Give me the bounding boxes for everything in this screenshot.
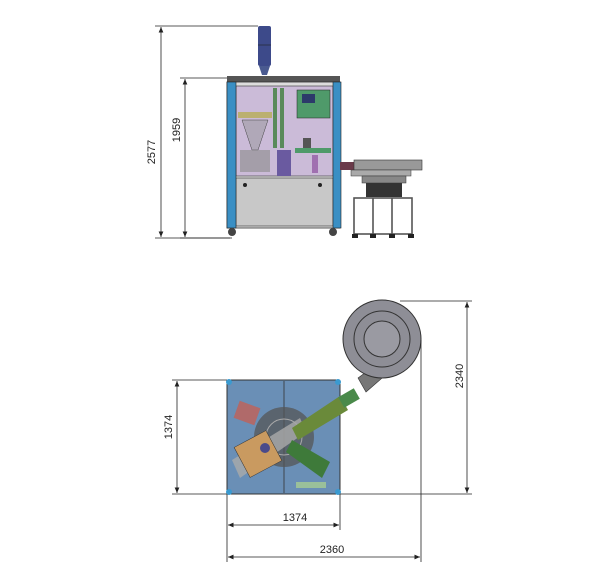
bowl-feeder-side [340,159,423,238]
dimension-label: 2360 [320,544,344,556]
signal-beacon [258,26,271,75]
front-view: 2577 1959 [146,25,423,239]
dimension-overall-height: 2577 [146,25,258,239]
dimension-cabinet-depth: 1374 [163,379,227,495]
dimension-cabinet-height: 1959 [171,77,230,239]
dimension-label: 2577 [146,140,158,164]
top-view: 1374 2340 1374 2360 [163,299,472,562]
dimension-cabinet-width: 1374 [226,494,341,562]
dimension-overall-depth: 2340 [340,300,472,495]
dimension-label: 2340 [454,364,466,388]
dimension-overall-width: 2360 [228,340,422,562]
machine-top-plate [226,379,360,495]
dimension-label: 1374 [163,415,175,439]
bowl-feeder-top [342,299,422,393]
dimension-label: 1959 [171,118,183,142]
dimension-label: 1374 [283,512,307,524]
machine-cabinet [226,76,342,236]
